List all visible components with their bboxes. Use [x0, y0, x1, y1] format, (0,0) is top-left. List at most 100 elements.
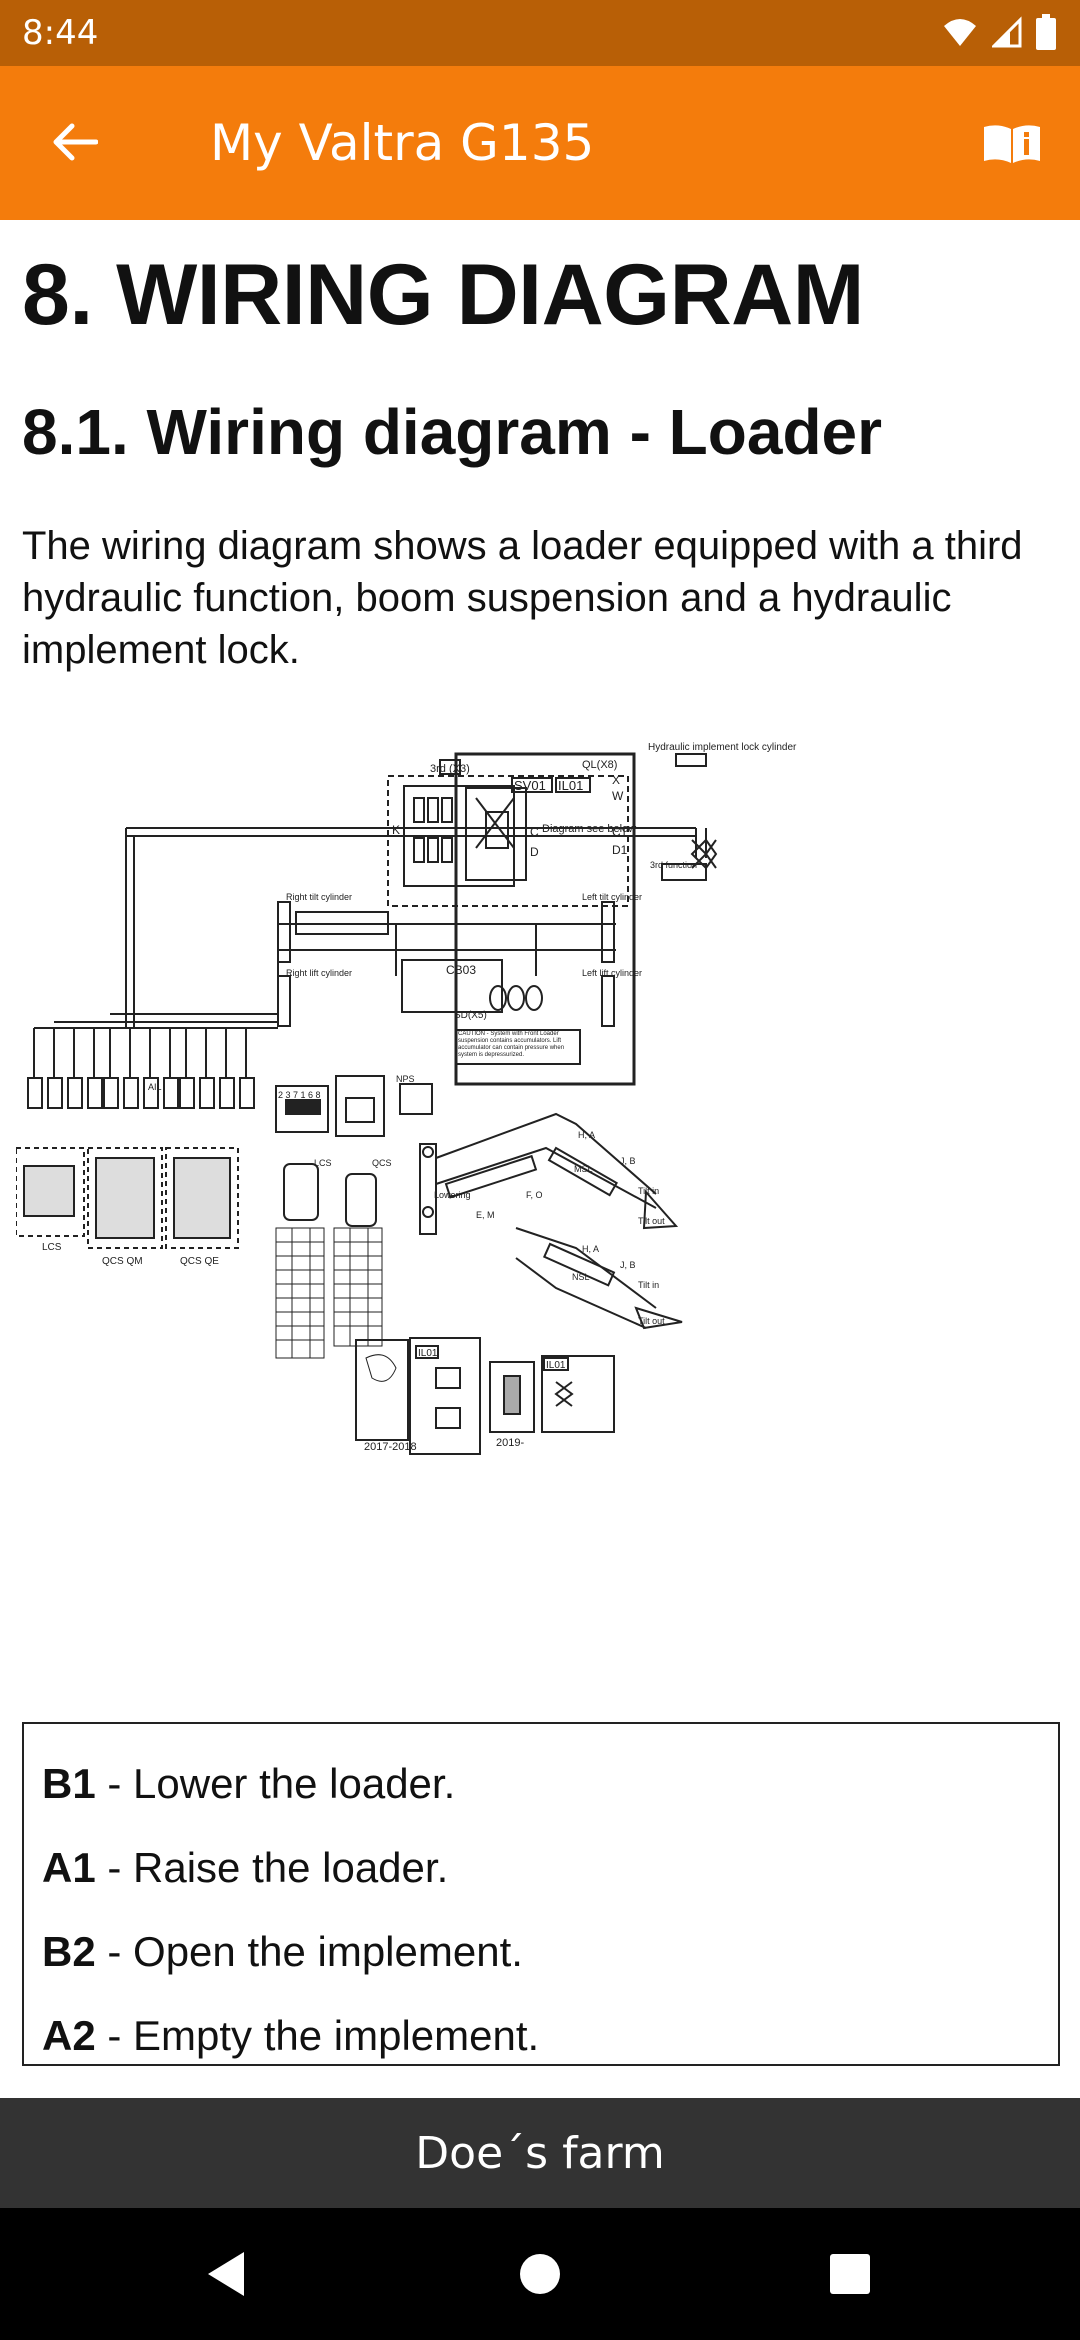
label-msl: MSL	[574, 1164, 593, 1174]
main-hoses	[125, 827, 707, 1028]
label-year-2019: 2019-	[496, 1437, 524, 1449]
app-title: My Valtra G135	[210, 114, 595, 172]
label-lcs-connector: LCS	[314, 1158, 332, 1168]
label-third-function: 3rd function	[650, 860, 697, 870]
legend-row: B1 - Lower the loader.	[42, 1742, 1040, 1826]
panel-2019	[489, 1361, 535, 1433]
wifi-icon	[944, 19, 976, 46]
legend-text: - Raise the loader.	[95, 1844, 449, 1891]
label-ql-x8: QL(X8)	[582, 759, 617, 771]
back-triangle-icon	[208, 2252, 244, 2296]
label-nsl: NSL	[572, 1272, 590, 1282]
legend-text: - Lower the loader.	[95, 1760, 456, 1807]
label-fo: F, O	[526, 1190, 543, 1200]
legend-text: - Open the implement.	[95, 1928, 523, 1975]
panel-2017-2018	[355, 1339, 409, 1441]
nav-back-button[interactable]	[196, 2244, 256, 2304]
third-function-block	[661, 839, 718, 881]
label-sv01: SV01	[514, 778, 546, 793]
legend-code: A2	[42, 2012, 96, 2059]
legend-code: B2	[42, 1928, 96, 1975]
port-d: D	[530, 845, 539, 859]
label-third-x3: 3rd (X3)	[430, 763, 470, 775]
outer-frame	[454, 752, 636, 1086]
valve-symbols	[413, 797, 515, 863]
label-right-lift: Right lift cylinder	[286, 968, 352, 978]
legend-row: A2 - Empty the implement.	[42, 1994, 1040, 2078]
hyd-lock-cylinder	[675, 753, 707, 767]
farm-footer-bar[interactable]: Doe´s farm	[0, 2098, 1080, 2208]
pin-table-2	[333, 1227, 383, 1347]
valve-block-outline	[387, 775, 629, 907]
label-left-tilt: Left tilt cylinder	[582, 892, 642, 902]
left-lift-cylinder	[601, 975, 615, 1027]
back-button[interactable]	[44, 112, 104, 172]
label-left-lift: Left lift cylinder	[582, 968, 642, 978]
label-tilt-in-2: Tilt in	[638, 1280, 659, 1290]
label-qcs-qe: QCS QE	[180, 1256, 219, 1267]
label-ha-1: H, A	[578, 1130, 595, 1140]
label-em: E, M	[476, 1210, 495, 1220]
lcs-control	[15, 1147, 85, 1237]
label-sd-x5: SD(X5)	[454, 1010, 487, 1021]
status-icons	[942, 14, 1056, 50]
port-c: C	[530, 825, 539, 839]
label-il01-bottom: IL01	[418, 1348, 438, 1359]
arrow-left-icon	[53, 123, 98, 161]
port-k: K	[392, 823, 400, 837]
label-tilt-out-2: Tilt out	[638, 1316, 665, 1326]
nav-recents-button[interactable]	[820, 2244, 880, 2304]
label-jb-2: J, B	[620, 1260, 636, 1270]
sv01-block	[465, 787, 527, 881]
label-lowering: Lowering	[434, 1190, 471, 1200]
description-paragraph: The wiring diagram shows a loader equipp…	[22, 524, 1023, 672]
label-jb-1: J, B	[620, 1156, 636, 1166]
loader-drawing-lower	[515, 1227, 683, 1330]
label-cb03: CB03	[446, 963, 476, 977]
label-nps: NPS	[396, 1074, 415, 1084]
label-tilt-in-1: Tilt in	[638, 1186, 659, 1196]
pin-table-1	[275, 1227, 325, 1359]
port-w: W	[612, 789, 624, 803]
caution-text: CAUTION - System with Front Loader suspe…	[458, 1031, 565, 1058]
legend-text: - Empty the implement.	[95, 2012, 540, 2059]
app-bar: My Valtra G135	[0, 66, 1080, 220]
right-tilt-cylinder	[277, 901, 389, 963]
section-heading: 8.1. Wiring diagram - Loader	[22, 396, 883, 468]
legend-code: A1	[42, 1844, 96, 1891]
port-d1: D1	[612, 843, 628, 857]
wire-color-labels	[27, 1077, 255, 1109]
il01-schematic	[541, 1355, 615, 1433]
label-tilt-out-1: Tilt out	[638, 1216, 665, 1226]
loader-drawing-upper	[419, 1112, 679, 1235]
battery-icon	[1036, 14, 1056, 50]
page-heading: 8. WIRING DIAGRAM	[22, 247, 864, 343]
qcs-qe-control	[165, 1147, 239, 1249]
manual-button[interactable]	[980, 116, 1044, 172]
signal-icon	[992, 16, 1022, 48]
legend-row: B2 - Open the implement.	[42, 1910, 1040, 1994]
label-right-tilt: Right tilt cylinder	[286, 892, 352, 902]
port-x: X	[612, 773, 620, 787]
label-hyd-lock: Hydraulic implement lock cylinder	[648, 742, 797, 753]
farm-name: Doe´s farm	[415, 2127, 665, 2179]
accumulators	[489, 985, 543, 1011]
main-connector	[275, 1085, 329, 1133]
qcs-qm-control	[87, 1147, 163, 1249]
nav-home-button[interactable]	[510, 2244, 570, 2304]
label-ail: AIL	[148, 1082, 162, 1092]
label-il01: IL01	[558, 778, 583, 793]
il01-valve-panel	[409, 1337, 481, 1455]
status-time: 8:44	[22, 13, 99, 53]
recents-square-icon	[830, 2254, 870, 2294]
caution-box	[455, 1029, 581, 1065]
label-qcs-connector: QCS	[372, 1158, 392, 1168]
qcs-connector-top	[335, 1075, 385, 1137]
qcs-connector	[345, 1173, 377, 1227]
label-qcs-qm: QCS QM	[102, 1256, 143, 1267]
wiring-diagram[interactable]: 3rd (X3) SV01 IL01 QL(X8) Diagram see be…	[15, 728, 1064, 1718]
wire-bundles	[33, 1013, 278, 1078]
label-il01-schematic: IL01	[546, 1360, 566, 1371]
lcs-connector	[283, 1163, 319, 1221]
status-bar: 8:44	[0, 0, 1080, 66]
